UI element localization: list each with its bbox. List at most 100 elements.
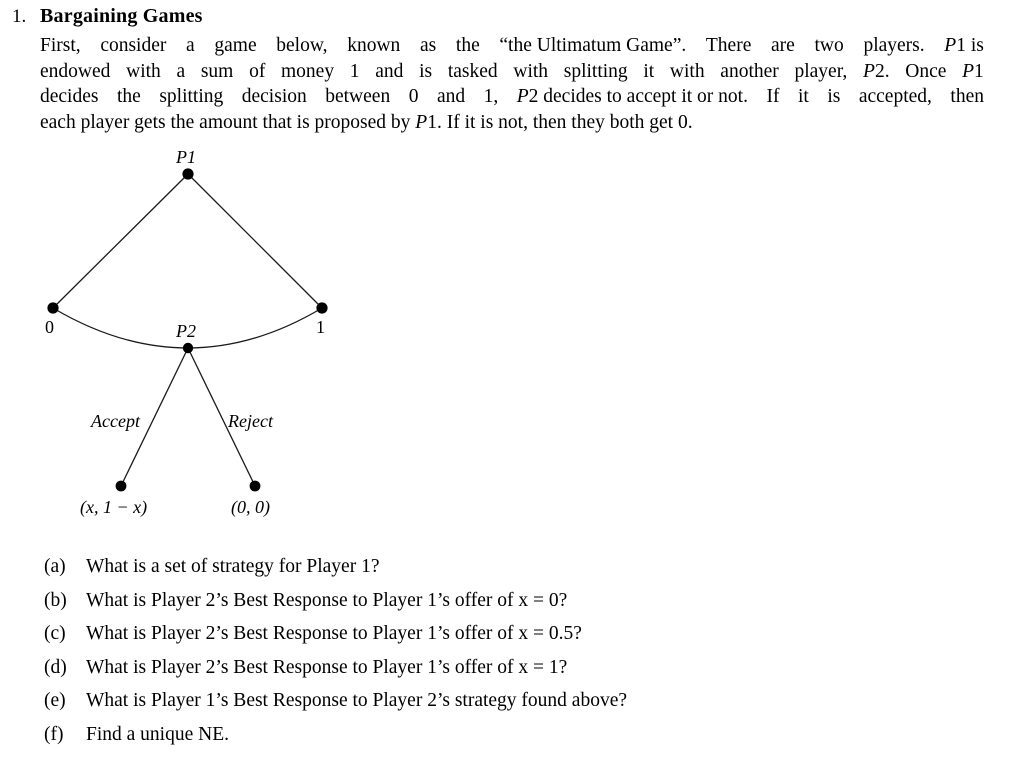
question-marker: (c) <box>44 623 66 645</box>
intro-word: sum <box>200 60 234 82</box>
intro-word: the <box>116 86 141 108</box>
intro-word: 1 <box>349 60 360 82</box>
label-p2: P2 <box>176 321 196 341</box>
intro-word: two <box>814 35 844 56</box>
intro-word: players. <box>863 35 925 56</box>
question-text: What is Player 1’s Best Response to Play… <box>86 690 628 712</box>
question-list: (a) What is a set of strategy for Player… <box>44 550 944 752</box>
edge-root-to-zero <box>52 173 189 309</box>
intro-player-ref: P2 decides to accept it or not. <box>517 84 748 110</box>
intro-word: is <box>827 86 841 108</box>
intro-word: consider <box>100 35 167 56</box>
game-tree-diagram: P1 0 1 P2 Accept Reject (x, 1 − x) (0, 0… <box>0 140 420 530</box>
intro-word: with <box>126 60 161 82</box>
question-marker: (e) <box>44 690 66 712</box>
intro-word: endowed <box>40 60 111 82</box>
question-marker: (a) <box>44 556 66 577</box>
intro-word: of <box>249 60 266 82</box>
intro-line-3: decides the splitting decision between 0… <box>40 84 984 110</box>
intro-word: it <box>797 86 809 108</box>
intro-word: each player gets the amount that is prop… <box>40 111 416 133</box>
intro-word: tasked <box>447 60 498 82</box>
intro-word: a <box>176 60 186 82</box>
intro-word: 1, <box>483 86 499 108</box>
list-item: (b) What is Player 2’s Best Response to … <box>44 584 944 618</box>
intro-word: money <box>281 60 335 82</box>
math-italic-p: P <box>944 35 957 56</box>
node-terminal-accept <box>115 480 127 492</box>
question-text: What is a set of strategy for Player 1? <box>86 556 380 577</box>
label-p1: P1 <box>176 147 196 167</box>
label-offer-zero: 0 <box>45 317 54 337</box>
list-item: (c) What is Player 2’s Best Response to … <box>44 617 944 651</box>
intro-word: Once <box>905 60 947 82</box>
intro-word: with <box>513 60 549 82</box>
question-text: What is Player 2’s Best Response to Play… <box>86 623 582 645</box>
intro-word: decision <box>241 86 307 108</box>
intro-word: 1. If it is not, then they both get 0. <box>427 111 693 133</box>
node-p1-root <box>182 168 194 180</box>
node-p2 <box>182 342 194 354</box>
list-item: (e) What is Player 1’s Best Response to … <box>44 684 944 718</box>
page-title: Bargaining Games <box>40 5 203 27</box>
intro-word: 1 is <box>956 35 984 56</box>
intro-word: decides <box>40 86 99 108</box>
edge-root-to-one <box>187 173 323 309</box>
intro-line-1: First, consider a game below, known as t… <box>40 33 984 59</box>
intro-word: accepted, <box>858 86 932 108</box>
problem-number: 1. <box>12 6 27 27</box>
intro-word: player, <box>794 60 848 82</box>
question-marker: (b) <box>44 589 67 611</box>
intro-word: as <box>419 35 437 56</box>
intro-word: between <box>325 86 391 108</box>
question-text: What is Player 2’s Best Response to Play… <box>86 589 568 611</box>
node-terminal-reject <box>249 480 261 492</box>
intro-quoted-term: “the Ultimatum Game”. <box>499 35 687 56</box>
list-item: (a) What is a set of strategy for Player… <box>44 550 944 584</box>
intro-word: 1 <box>974 60 984 82</box>
intro-line-4: each player gets the amount that is prop… <box>40 110 984 136</box>
list-item: (d) What is Player 2’s Best Response to … <box>44 651 944 685</box>
intro-word: then <box>950 86 984 108</box>
intro-word: and <box>375 60 404 82</box>
intro-word: There <box>705 35 752 56</box>
edge-reject <box>187 347 256 487</box>
list-item: (f) Find a unique NE. <box>44 718 944 752</box>
question-text: What is Player 2’s Best Response to Play… <box>86 656 568 678</box>
intro-word: 2. <box>874 60 890 82</box>
question-marker: (f) <box>44 723 64 745</box>
intro-word: 2 decides to accept it or not. <box>528 86 748 108</box>
label-reject: Reject <box>228 411 273 431</box>
intro-word: a <box>186 35 195 56</box>
intro-paragraph: First, consider a game below, known as t… <box>40 33 984 135</box>
intro-word: another <box>720 60 779 82</box>
intro-player-ref: P2. <box>863 59 890 85</box>
intro-word: game <box>214 35 257 56</box>
intro-word: known <box>347 35 401 56</box>
question-marker: (d) <box>44 656 67 678</box>
intro-word: the <box>455 35 480 56</box>
intro-word: splitting <box>563 60 628 82</box>
payoff-reject: (0, 0) <box>231 497 270 517</box>
intro-word: splitting <box>159 86 224 108</box>
intro-word: First, <box>40 35 81 56</box>
intro-word: are <box>771 35 795 56</box>
math-italic-p: P <box>516 86 529 108</box>
question-text: Find a unique NE. <box>86 723 229 745</box>
math-italic-p: P <box>863 60 875 82</box>
label-offer-one: 1 <box>316 317 325 337</box>
math-italic-p: P <box>415 111 428 133</box>
intro-word: If <box>766 86 780 108</box>
payoff-accept: (x, 1 − x) <box>80 497 148 517</box>
intro-word: it <box>643 60 655 82</box>
intro-player-ref: P1 <box>962 59 984 85</box>
math-italic-p: P <box>962 60 975 82</box>
intro-line-2: endowed with a sum of money 1 and is tas… <box>40 59 984 85</box>
label-accept: Accept <box>91 411 140 431</box>
edge-accept <box>120 347 189 487</box>
game-tree-svg <box>47 168 328 492</box>
intro-word: with <box>669 60 705 82</box>
intro-word: below, <box>276 35 328 56</box>
intro-word: is <box>419 60 433 82</box>
intro-word: and <box>436 86 466 108</box>
